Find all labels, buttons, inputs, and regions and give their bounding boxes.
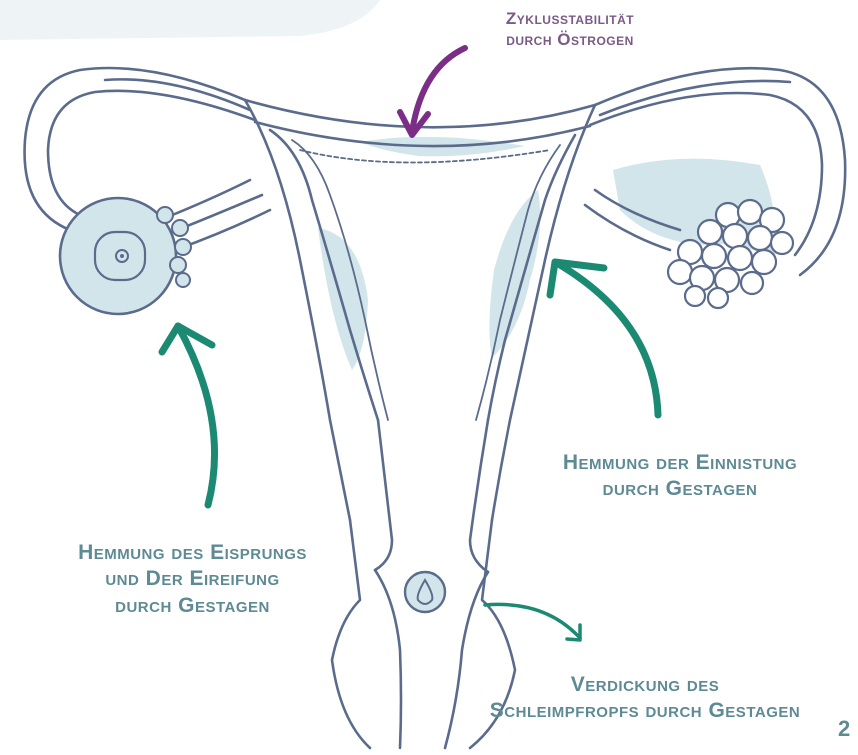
- arrow-eisprung: [162, 326, 215, 505]
- label-schleimpfropf: Verdickung des Schleimpfropfs durch Gest…: [480, 672, 810, 725]
- mucus-drop-icon: [405, 572, 445, 612]
- label-eisprung: Hemmung des Eisprungs und Der Eireifung …: [60, 540, 325, 619]
- label-einnistung: Hemmung der Einnistung durch Gestagen: [540, 450, 820, 503]
- arrow-zyklus: [400, 48, 465, 135]
- label-zyklusstabilitaet: Zyklusstabilität durch Östrogen: [470, 8, 670, 51]
- page-number: 2: [838, 716, 850, 742]
- ovary-icon: [60, 198, 191, 314]
- background-blob: [0, 0, 380, 40]
- arrow-einnistung: [550, 262, 658, 415]
